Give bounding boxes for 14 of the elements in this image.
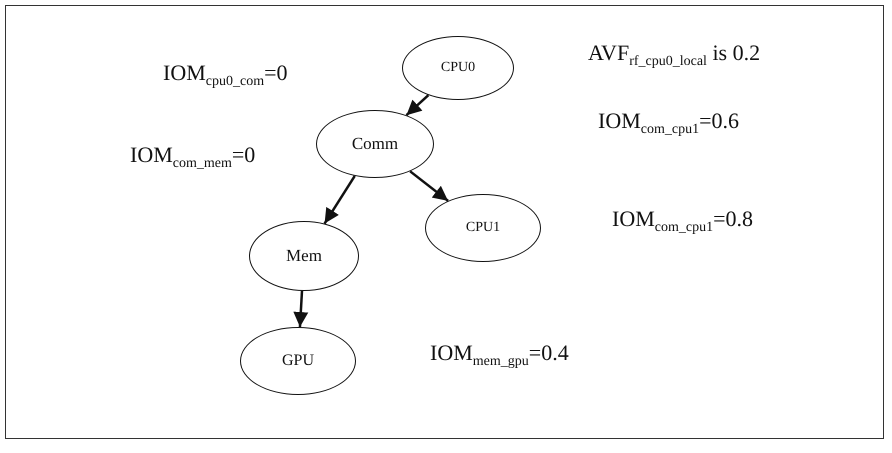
metric-label: AVF$_{rf_cpu0_local}$ is 0.2: [588, 40, 760, 66]
node-label: GPU: [282, 352, 314, 370]
node-label: Comm: [352, 134, 398, 154]
metric-label: IOM$_{mem_gpu}$=0.4: [430, 340, 569, 366]
node-label: CPU1: [466, 220, 500, 236]
metric-label: IOM$_{cpu0_com}$=0: [163, 60, 288, 86]
node-label: Mem: [286, 246, 322, 266]
arrow: [409, 170, 449, 202]
metric-label: IOM$_{com_cpu1}$=0.6: [598, 108, 740, 134]
arrow: [324, 175, 356, 224]
arrow: [406, 94, 430, 116]
node-label: CPU0: [440, 60, 476, 76]
metric-label: IOM$_{com_mem}$=0: [130, 142, 256, 168]
metric-label: IOM$_{com_cpu1}$=0.8: [612, 206, 754, 232]
